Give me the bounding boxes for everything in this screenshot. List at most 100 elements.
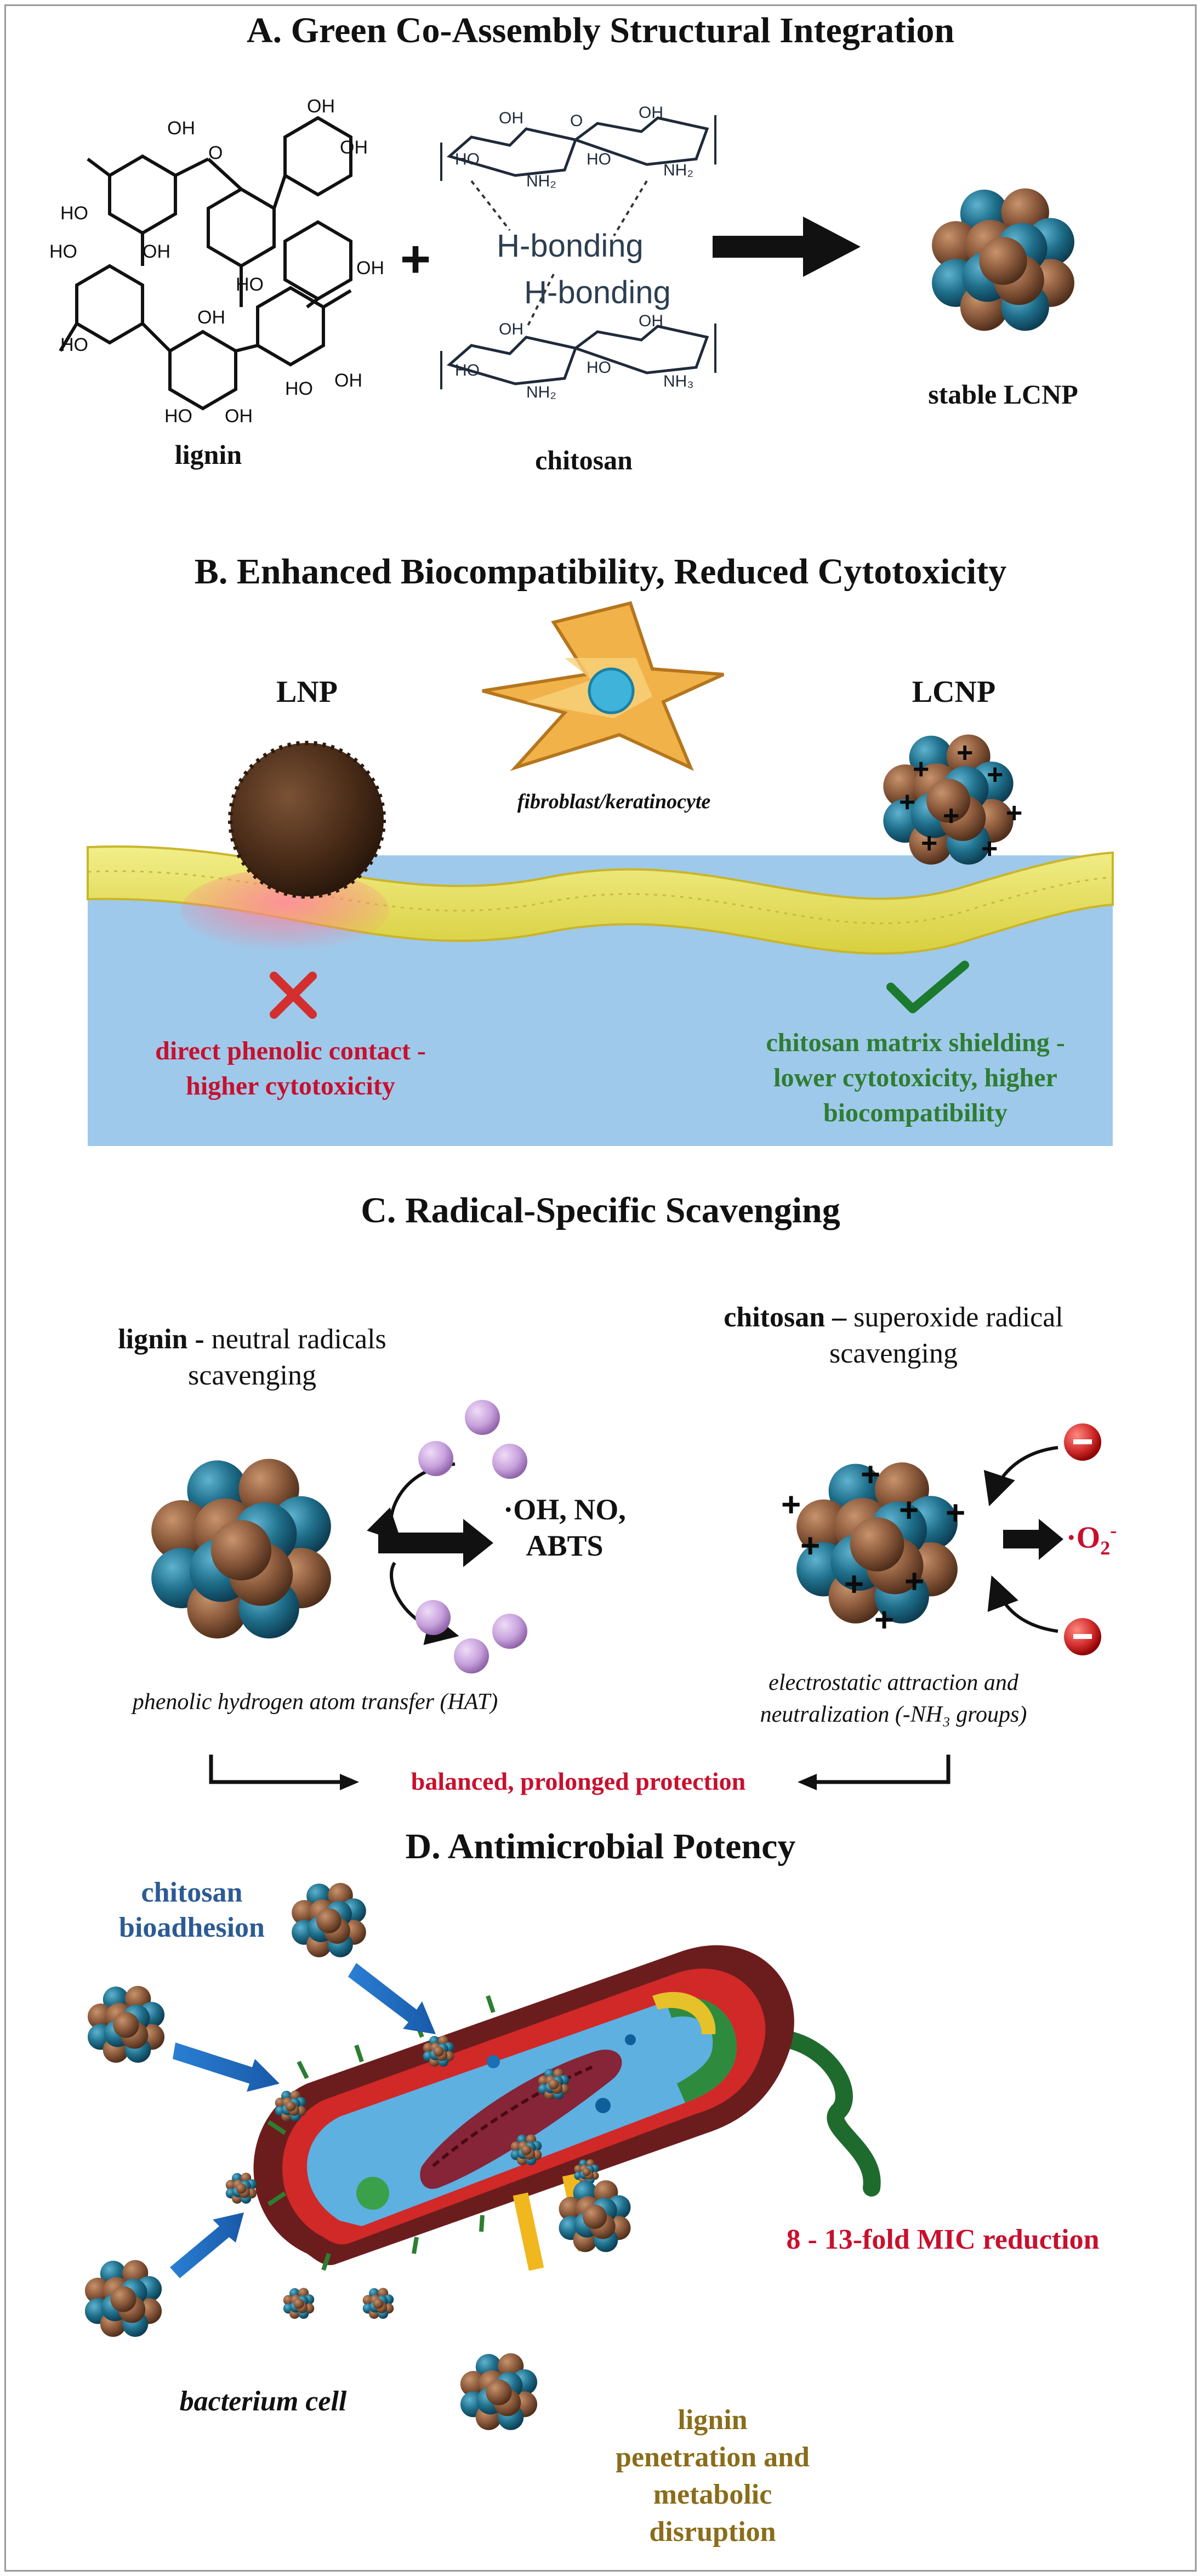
cytotoxicity-warning: direct phenolic contact - higher cytotox…: [121, 1034, 460, 1104]
bacterium-cell-label: bacterium cell: [179, 2386, 347, 2417]
svg-text:+: +: [861, 1456, 880, 1494]
lignin-heading-rest: neutral radicals: [204, 1324, 386, 1355]
scavenging-arrow-right: [1003, 1519, 1063, 1560]
bacterium-illustration: [253, 1945, 881, 2271]
fibroblast-cell-icon: [482, 601, 725, 771]
svg-text:HO: HO: [587, 359, 611, 377]
svg-text:OH: OH: [356, 258, 384, 279]
svg-text:HO: HO: [236, 274, 264, 295]
svg-text:OH: OH: [639, 312, 663, 330]
section-c-title: C. Radical-Specific Scavenging: [361, 1190, 840, 1230]
electro-line-2: neutralization (-NH₃ groups): [760, 1702, 1027, 1727]
bioadhesion-line-1: chitosan: [141, 1877, 243, 1908]
electrostatic-caption: electrostatic attraction and neutralizat…: [696, 1667, 1091, 1730]
svg-text:+: +: [943, 800, 959, 832]
hbond-label-1: H-bonding: [497, 228, 644, 264]
svg-text:+: +: [874, 1601, 894, 1639]
svg-text:HO: HO: [285, 378, 313, 399]
svg-text:OH: OH: [167, 118, 195, 139]
lignin-penetration-label: lignin penetration and metabolic disrupt…: [592, 2402, 833, 2551]
biocompat-line-1: chitosan matrix shielding -: [766, 1028, 1065, 1057]
radicals-line-2: ABTS: [526, 1529, 604, 1562]
figure-border: [4, 4, 1197, 2572]
svg-text:NH₂: NH₂: [526, 383, 556, 401]
superoxide-ions: [1064, 1423, 1101, 1655]
stable-lcnp-label: stable LCNP: [928, 379, 1078, 410]
bioadhesion-label: chitosan bioadhesion: [88, 1875, 296, 1945]
superoxide-curve-arrows: [983, 1446, 1058, 1633]
chitosan-heading-rest: superoxide radical: [846, 1302, 1063, 1333]
section-a-title: A. Green Co-Assembly Structural Integrat…: [246, 10, 955, 50]
lignin-heading-bold: lignin -: [118, 1324, 204, 1355]
svg-text:NH₂: NH₂: [663, 161, 693, 179]
svg-text:OH: OH: [143, 241, 170, 262]
penetration-line-3: metabolic: [653, 2479, 772, 2510]
svg-text:+: +: [981, 833, 998, 865]
lcnp-particle-a: [932, 188, 1074, 331]
bioadhesion-line-2: bioadhesion: [119, 1912, 265, 1943]
chitosan-heading-bold: chitosan –: [724, 1302, 847, 1333]
svg-text:+: +: [946, 1494, 965, 1532]
lignin-scavenging-particle: [151, 1459, 331, 1639]
hat-caption: phenolic hydrogen atom transfer (HAT): [132, 1689, 498, 1715]
svg-text:OH: OH: [334, 370, 362, 391]
lignin-heading-line2: scavenging: [188, 1360, 316, 1391]
lnp-particle: [228, 741, 386, 899]
convergence-arrows: [209, 1755, 950, 1784]
penetration-line-2: penetration and: [616, 2442, 810, 2473]
biocompat-line-3: biocompatibility: [823, 1098, 1008, 1127]
cytotoxicity-line-2: higher cytotoxicity: [186, 1071, 395, 1100]
chitosan-heading-line2: scavenging: [829, 1338, 958, 1369]
convergence-arrowhead-right: [798, 1774, 817, 1790]
cell-type-label: fibroblast/keratinocyte: [517, 790, 711, 813]
svg-text:+: +: [844, 1565, 864, 1603]
neutral-radicals: [415, 1400, 527, 1673]
hbond-dashes: [470, 180, 648, 330]
svg-text:+: +: [899, 786, 915, 818]
neutral-radicals-label: ·OH, NO, ABTS: [493, 1491, 636, 1564]
svg-text:OH: OH: [225, 406, 253, 427]
scavenging-arrow-left: [378, 1519, 493, 1567]
lcnp-label: LCNP: [912, 675, 996, 709]
svg-text:HO: HO: [49, 241, 77, 262]
chitosan-structure: [440, 115, 716, 389]
svg-text:OH: OH: [340, 137, 368, 158]
svg-text:OH: OH: [307, 96, 335, 117]
svg-text:HO: HO: [587, 150, 611, 168]
svg-text:O: O: [570, 112, 583, 130]
superoxide-label: ·O2-: [1066, 1519, 1143, 1559]
svg-text:HO: HO: [60, 203, 88, 224]
svg-text:+: +: [1006, 797, 1022, 829]
svg-text:NH₃: NH₃: [663, 372, 694, 390]
biocompat-line-2: lower cytotoxicity, higher: [773, 1063, 1057, 1092]
penetration-line-4: disruption: [649, 2516, 776, 2547]
convergence-arrowhead-left: [340, 1774, 359, 1790]
svg-text:+: +: [781, 1486, 801, 1524]
svg-text:HO: HO: [455, 361, 480, 379]
chitosan-label: chitosan: [535, 445, 633, 475]
cross-icon: [270, 972, 317, 1019]
lnp-label: LNP: [276, 675, 338, 709]
svg-text:OH: OH: [639, 104, 663, 122]
svg-text:+: +: [987, 759, 1003, 791]
svg-text:OH: OH: [499, 109, 523, 127]
section-b-title: B. Enhanced Biocompatibility, Reduced Cy…: [194, 552, 1007, 592]
checkmark-icon: [886, 961, 969, 1013]
svg-text:HO: HO: [164, 406, 192, 427]
svg-text:HO: HO: [60, 334, 88, 355]
svg-text:OH: OH: [197, 307, 225, 328]
lignin-atom-labels: OH O HO OH OH HO OH HO OH OH HO HO OH OH…: [49, 96, 384, 427]
electro-line-1: electrostatic attraction and: [769, 1670, 1018, 1695]
svg-text:+: +: [921, 827, 937, 859]
plus-sign: +: [400, 230, 431, 288]
cytotoxicity-line-1: direct phenolic contact -: [155, 1036, 426, 1065]
svg-text:+: +: [899, 1491, 919, 1529]
reaction-arrow: [713, 217, 861, 277]
penetration-line-1: lignin: [678, 2404, 748, 2436]
chitosan-scavenging-heading: chitosan – superoxide radical scavenging: [647, 1300, 1140, 1372]
lignin-structure: [59, 116, 352, 411]
balanced-protection-label: balanced, prolonged protection: [411, 1767, 746, 1795]
lignin-label: lignin: [174, 439, 242, 470]
membrane-panel: [87, 845, 1114, 1146]
